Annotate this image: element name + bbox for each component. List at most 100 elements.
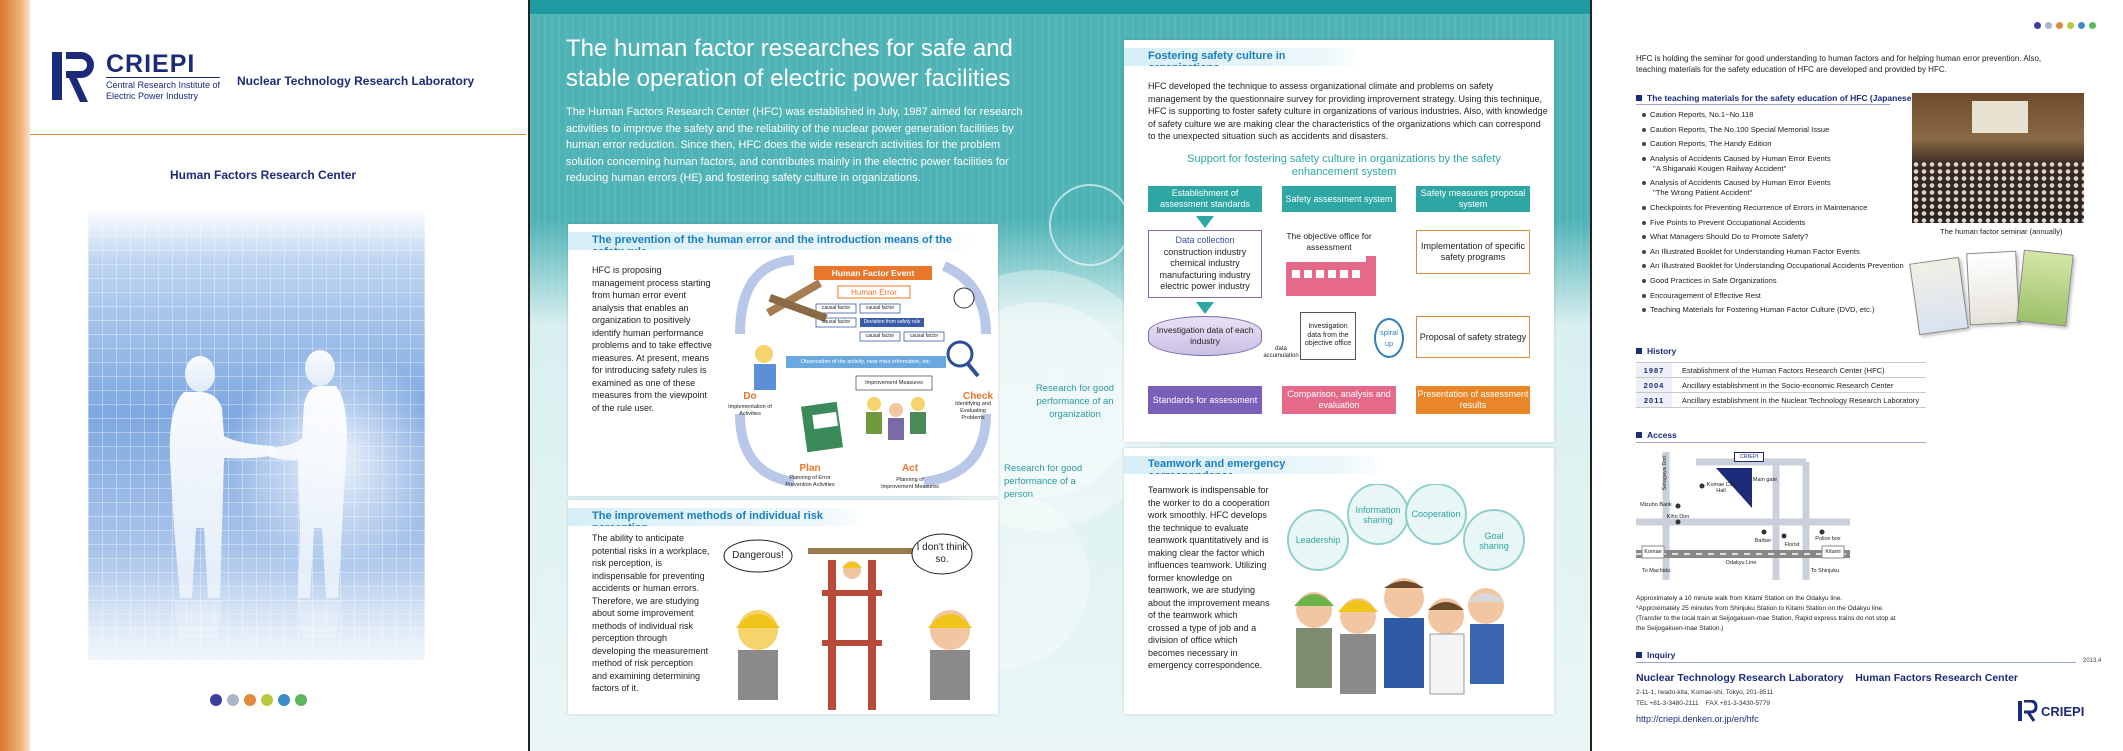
card-body: The ability to anticipate potential risk… xyxy=(592,533,710,693)
inquiry-title: Nuclear Technology Research Laboratory H… xyxy=(1636,672,2019,684)
map-odakyu-line: Odakyu Line xyxy=(1725,559,1757,566)
causal-factor-2: causal factor xyxy=(865,305,895,311)
map-setagaya-dori: Setagaya Dori xyxy=(1661,455,1668,491)
teamwork-illustration xyxy=(1287,484,1525,695)
material-item: An Illustrated Booklet for Understanding… xyxy=(1642,261,1942,271)
bubble-dont-think: I don't think so. xyxy=(916,542,968,565)
data-accumulation-label: data accumulation xyxy=(1263,346,1299,359)
do-sub: Implementation of Activities xyxy=(728,404,772,417)
map-police-box: Police box xyxy=(1815,535,1841,542)
material-item: Caution Reports, No.1~No.118 xyxy=(1642,110,1942,120)
inquiry-url[interactable]: http://criepi.denken.or.jp/en/hfc xyxy=(1636,714,1759,724)
materials-heading: The teaching materials for the safety ed… xyxy=(1636,93,1914,103)
map-to-shinjuku: To Shinjuku xyxy=(1810,567,1840,574)
material-item: Caution Reports, The Handy Edition xyxy=(1642,139,1942,149)
intro-paragraph: The Human Factors Research Center (HFC) … xyxy=(566,106,1023,184)
material-item: Checkpoints for Preventing Recurrence of… xyxy=(1642,203,1942,213)
inquiry-address: 2-11-1, Iwado-kita, Komae-shi, Tokyo, 20… xyxy=(1636,689,1774,696)
data-collection-label: Data collection xyxy=(1175,235,1235,246)
check-label: Check xyxy=(962,390,993,402)
implementation-box: Implementation of specific safety progra… xyxy=(1416,230,1530,274)
spiral-up-label: spiral up xyxy=(1374,318,1404,358)
material-item: Five Points to Prevent Occupational Acci… xyxy=(1642,218,1942,228)
bubble-cooperation: Cooperation xyxy=(1411,508,1461,519)
causal-factor-3: causal factor xyxy=(821,319,851,325)
card-heading: The improvement methods of individual ri… xyxy=(568,508,868,526)
card-body: Teamwork is indispensable for the worker… xyxy=(1148,485,1270,670)
map-komae: Komae xyxy=(1644,548,1662,555)
booklet-3 xyxy=(2016,249,2074,327)
map-barber: Barber xyxy=(1754,537,1772,544)
color-dots xyxy=(210,694,307,706)
diagram-title: Support for fostering safety culture in … xyxy=(1187,153,1501,178)
dot-4 xyxy=(2067,22,2074,29)
cover-panel: CRIEPI Central Research Institute of Ele… xyxy=(0,0,530,751)
card-body: HFC developed the technique to assess or… xyxy=(1148,81,1548,141)
access-notes: Approximately a 10 minute walk from Kita… xyxy=(1636,595,1896,632)
dot-2 xyxy=(2045,22,2052,29)
material-item: Encouragement of Effective Rest xyxy=(1642,291,1942,301)
top-band xyxy=(530,0,1590,14)
dot-1 xyxy=(210,694,222,706)
orange-side-stripe xyxy=(0,0,30,751)
cover-illustration xyxy=(88,208,425,660)
map-kitami: Kitami xyxy=(1825,548,1841,555)
logo-subtitle: Central Research Institute of Electric P… xyxy=(106,76,221,102)
access-map: CRIEPI Main gate Komae City Hall Mizuho … xyxy=(1636,452,1850,580)
material-item: Teaching Materials for Fostering Human F… xyxy=(1642,305,1942,315)
dot-6 xyxy=(2089,22,2096,29)
industry-4: electric power industry xyxy=(1160,281,1250,292)
inquiry-heading: Inquiry xyxy=(1636,650,1675,660)
center-title: Human Factors Research Center xyxy=(170,168,357,182)
material-item: Analysis of Accidents Caused by Human Er… xyxy=(1642,178,1942,198)
map-city-hall: Komae City Hall xyxy=(1706,482,1736,494)
causal-factor-5: causal factor xyxy=(909,333,939,339)
act-sub: Planning of Improvement Measures xyxy=(881,477,939,490)
plan-sub: Planning of Error Prevention Activities xyxy=(785,475,835,488)
logo-name: CRIEPI xyxy=(2041,703,2085,719)
dot-2 xyxy=(227,694,239,706)
inquiry-phone: TEL +81-3-3480-2111 FAX +81-3-3430-5779 xyxy=(1636,700,1770,707)
card-risk-perception: The improvement methods of individual ri… xyxy=(568,500,998,714)
inside-panel: The human factor researches for safe and… xyxy=(530,0,1592,751)
investigation-each-industry: Investigation data of each industry xyxy=(1148,316,1262,356)
deviation-label: Deviation from safety rule xyxy=(863,319,921,325)
proposal-box: Proposal of safety strategy xyxy=(1416,316,1530,358)
map-to-machida: To Machida xyxy=(1641,567,1671,574)
dot-5 xyxy=(2078,22,2085,29)
inquiry-block: Nuclear Technology Research Laboratory H… xyxy=(1636,672,2056,724)
dot-5 xyxy=(278,694,290,706)
map-mizuho-bank: Mizuho Bank xyxy=(1640,501,1672,508)
standards-box: Standards for assessment xyxy=(1148,386,1262,414)
divider xyxy=(30,134,526,135)
material-item: Analysis of Accidents Caused by Human Er… xyxy=(1642,154,1942,174)
act-label: Act xyxy=(901,462,919,474)
color-dots xyxy=(2034,22,2096,29)
card-safety-culture: Fostering safety culture in organization… xyxy=(1124,40,1554,442)
human-error-label: Human Error xyxy=(851,287,897,297)
intro-text: HFC is holding the seminar for good unde… xyxy=(1636,54,2042,74)
back-panel: HFC is holding the seminar for good unde… xyxy=(1592,0,2123,751)
criepi-logo-mark xyxy=(52,50,98,102)
print-date: 2013.4 xyxy=(2083,658,2102,664)
causal-factor-1: causal factor xyxy=(821,305,851,311)
office-building-icon xyxy=(1286,256,1376,296)
card-teamwork: Teamwork and emergency correspondence Te… xyxy=(1124,448,1554,714)
dot-1 xyxy=(2034,22,2041,29)
material-item: What Managers Should Do to Promote Safet… xyxy=(1642,232,1942,242)
card-body: HFC is proposing management process star… xyxy=(592,265,712,413)
industry-2: chemical industry xyxy=(1170,258,1240,269)
card-heading: Fostering safety culture in organization… xyxy=(1124,48,1364,66)
criepi-logo-small: CRIEPI xyxy=(2018,700,2084,722)
comparison-box: Comparison, analysis and evaluation xyxy=(1282,386,1396,414)
dot-6 xyxy=(295,694,307,706)
main-title: The human factor researches for safe and… xyxy=(566,35,1013,92)
booklet-1 xyxy=(1909,256,1969,336)
col-proposal-system: Safety measures proposal system xyxy=(1416,186,1530,212)
map-main-gate: Main gate xyxy=(1752,477,1778,483)
criepi-logo: CRIEPI Central Research Institute of Ele… xyxy=(52,50,221,102)
card-prevention: The prevention of the human error and th… xyxy=(568,224,998,496)
